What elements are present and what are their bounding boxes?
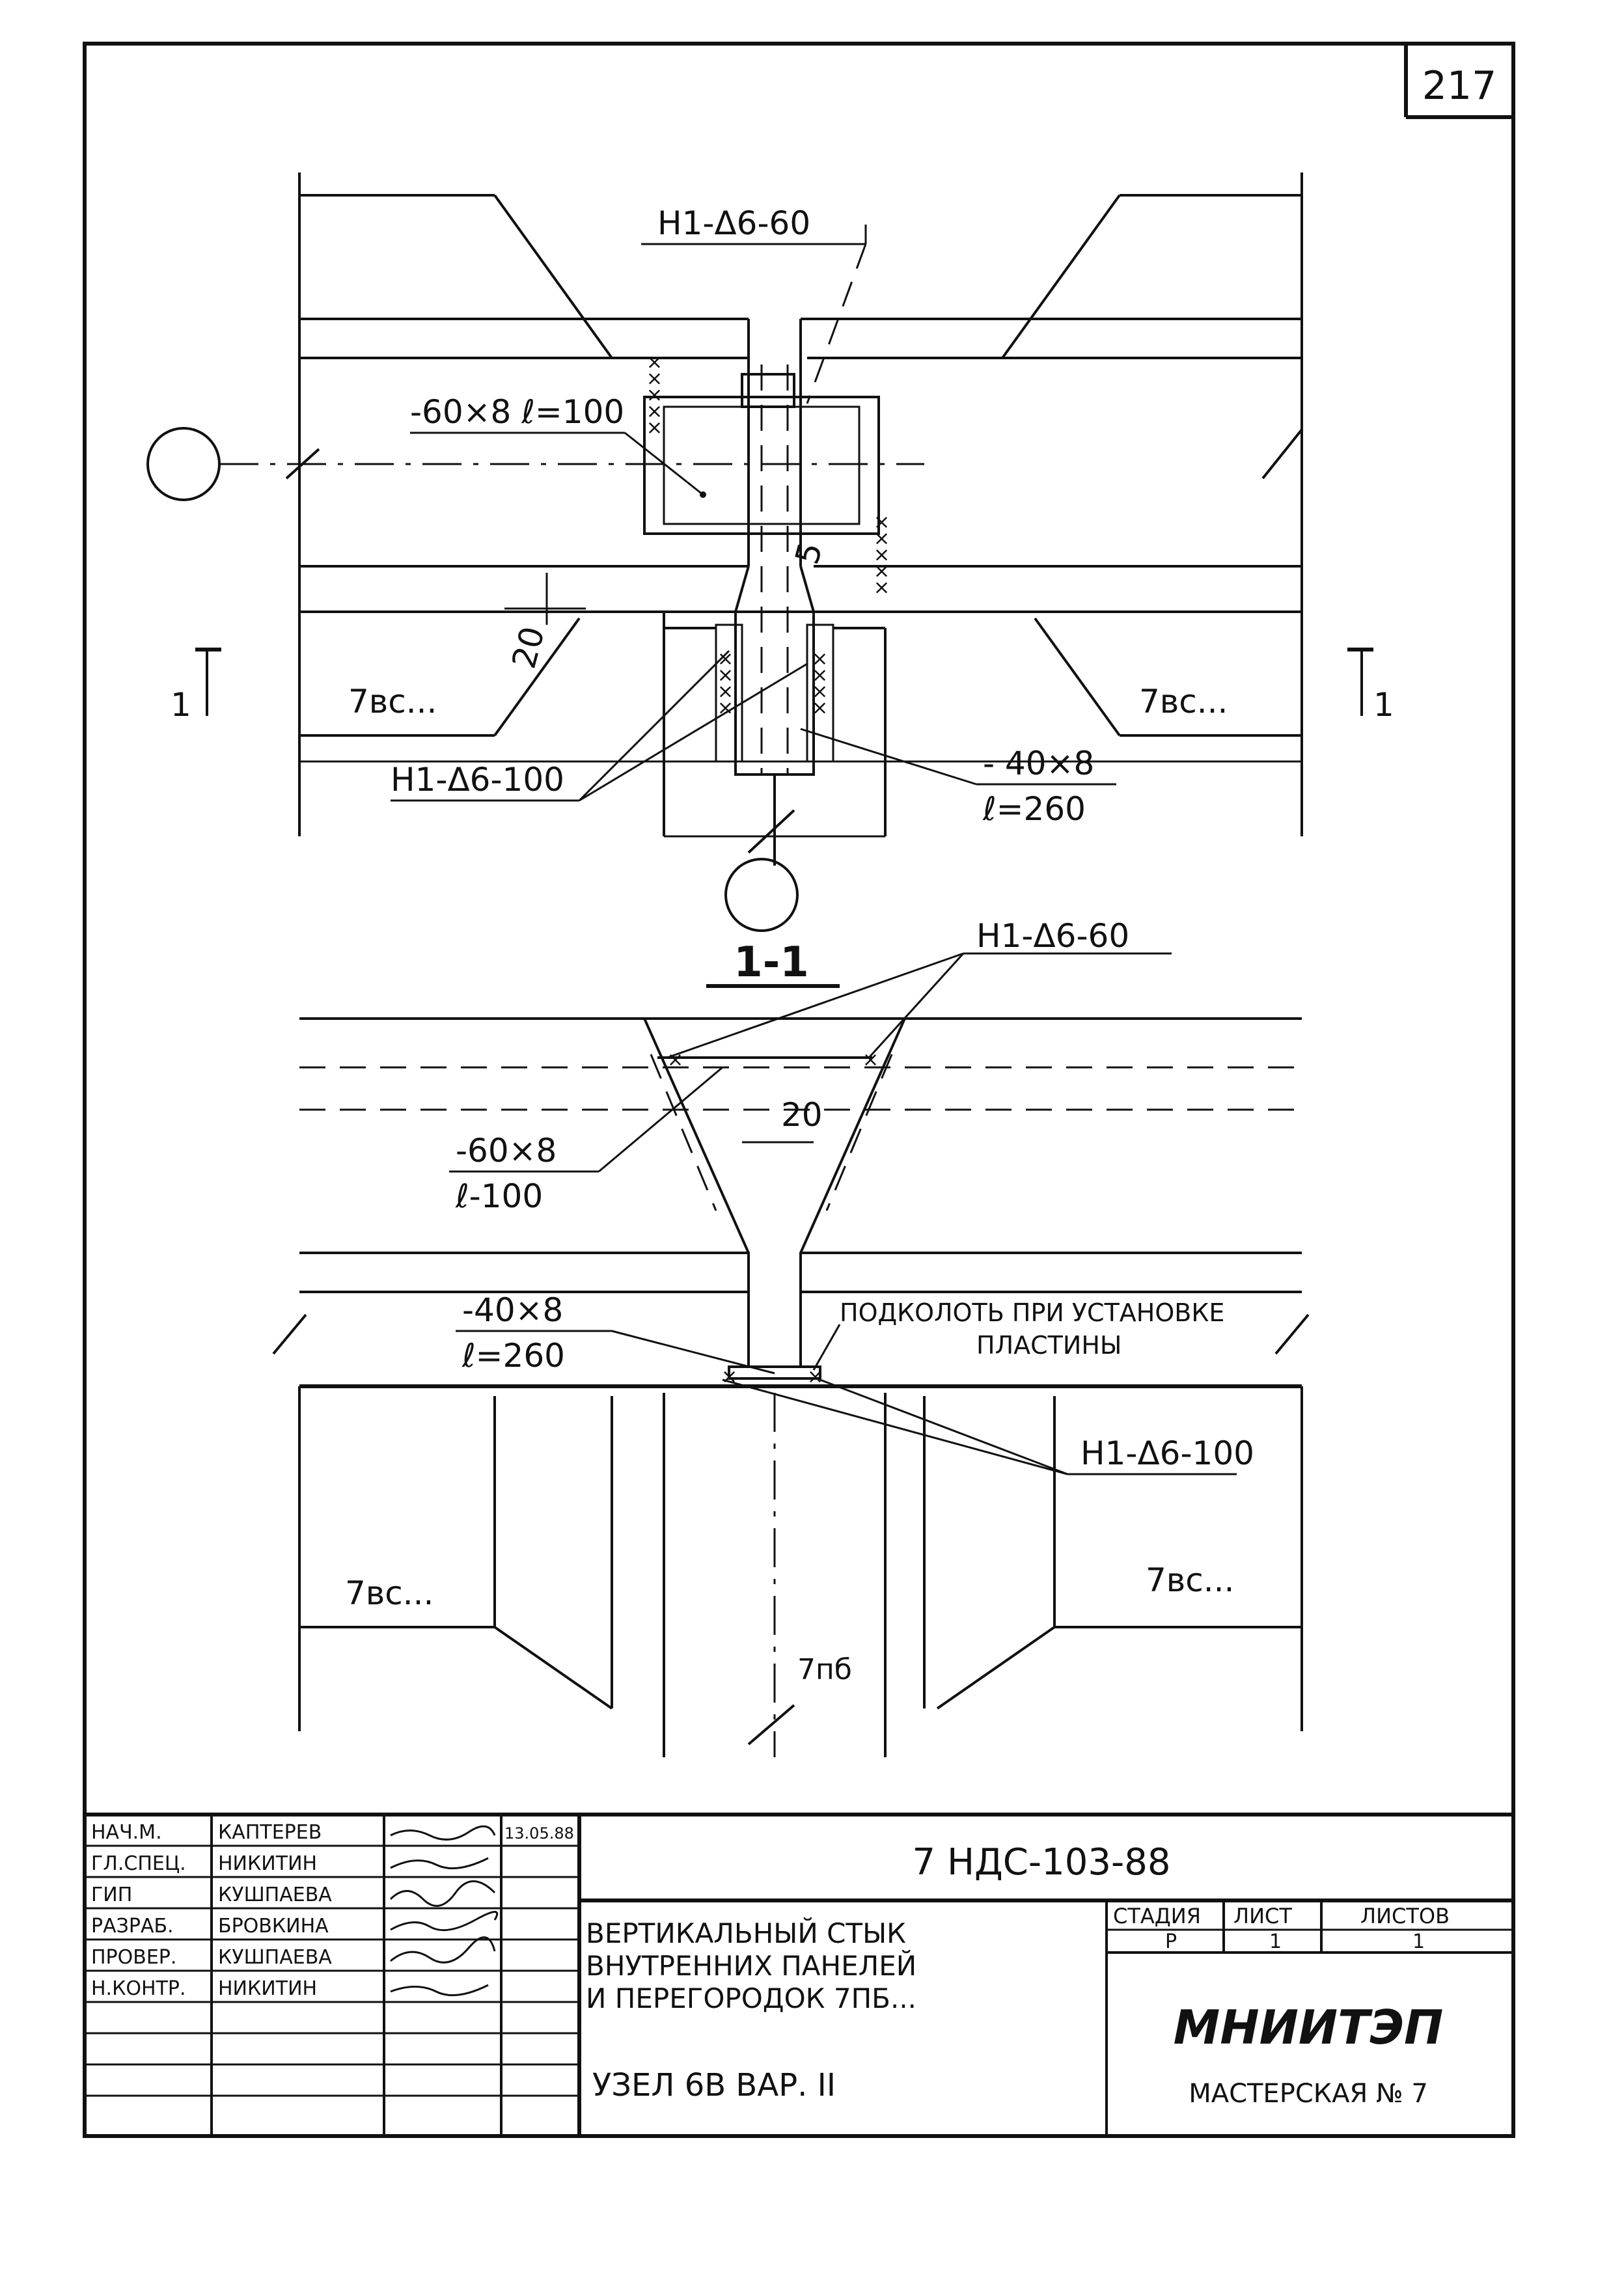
sheet-frame <box>83 42 1515 2138</box>
svg-text:×: × <box>721 1365 737 1388</box>
staff-name: КУШПАЕВА <box>218 1946 332 1969</box>
plan-panel-left-label: 7вс... <box>348 683 437 720</box>
signatures <box>389 1825 499 1997</box>
section-callout-bottom: Н1-Δ6-100 <box>1080 1434 1254 1472</box>
staff-name: КАПТЕРЕВ <box>218 1821 322 1844</box>
plan-panel-left <box>298 172 1302 836</box>
plan-callouts: Н1-Δ6-60 -60×8 ℓ=100 20 5 7вс... 7вс... … <box>348 204 1228 828</box>
section-mark-left-label: 1 <box>171 686 191 724</box>
plan-joint: ××××× ××××× ×××× ×××× <box>643 319 893 866</box>
staff-name: НИКИТИН <box>218 1852 317 1875</box>
plan-callout-bottom: Н1-Δ6-100 <box>391 761 564 799</box>
section-panel-left <box>298 1386 613 1731</box>
title-line-1: ВЕРТИКАЛЬНЫЙ СТЫК <box>586 1917 906 1949</box>
section-mark-right: 1 <box>1347 648 1394 724</box>
section-panel-left-label: 7вс... <box>345 1574 434 1612</box>
section-mark-left: 1 <box>171 648 221 724</box>
sheet-header: ЛИСТ <box>1233 1904 1292 1928</box>
staff-role: ГИП <box>91 1884 132 1906</box>
staff-role: Н.КОНТР. <box>91 1977 186 2000</box>
sheet-number: 217 <box>1422 63 1497 109</box>
weld-mark: ××××× <box>643 354 666 436</box>
plan-plate-top: -60×8 ℓ=100 <box>410 393 624 431</box>
plan-view: ××××× ××××× ×××× ×××× Н1-Δ6-60 -60×8 ℓ=1… <box>146 172 1394 932</box>
title-block: НАЧ.М. КАПТЕРЕВ ГЛ.СПЕЦ. НИКИТИН ГИП КУШ… <box>85 1813 1513 2136</box>
title-line-2: ВНУТРЕННИХ ПАНЕЛЕЙ <box>586 1949 916 1982</box>
plan-callout-top: Н1-Δ6-60 <box>657 204 810 242</box>
svg-text:×: × <box>862 1049 879 1071</box>
section-plate-bottom-2: ℓ=260 <box>461 1337 565 1375</box>
staff-role: ПРОВЕР. <box>91 1946 176 1969</box>
plan-plate-bottom-2: ℓ=260 <box>982 790 1086 828</box>
staff-name: БРОВКИНА <box>218 1915 329 1938</box>
plan-axis <box>146 427 1303 932</box>
organization-name: МНИИТЭП <box>1174 2000 1444 2055</box>
staff-name: НИКИТИН <box>218 1977 317 2000</box>
plan-dim-5: 5 <box>788 538 830 568</box>
section-plate-bottom-1: -40×8 <box>462 1291 563 1329</box>
axis-marker-bottom <box>724 858 799 932</box>
stage-value: Р <box>1165 1930 1177 1953</box>
section-panel-right <box>923 1386 1303 1731</box>
section-callout-top: Н1-Δ6-60 <box>976 917 1129 955</box>
section-mark-right-label: 1 <box>1373 686 1394 724</box>
document-code: 7 НДС-103-88 <box>913 1841 1171 1884</box>
section-note-2: ПЛАСТИНЫ <box>976 1331 1122 1360</box>
workshop-name: МАСТЕРСКАЯ № 7 <box>1189 2079 1428 2109</box>
staff-role: НАЧ.М. <box>91 1821 162 1844</box>
section-plate-top-1: -60×8 <box>456 1132 557 1170</box>
section-panel-right-label: 7вс... <box>1146 1561 1234 1599</box>
stage-header: СТАДИЯ <box>1113 1904 1201 1928</box>
weld-mark: ×××× <box>808 651 831 717</box>
node-label: УЗЕЛ 6В ВАР. II <box>592 2067 836 2104</box>
section-plate-top-2: ℓ-100 <box>455 1177 543 1215</box>
weld-mark: ××××× <box>870 514 893 596</box>
section-title: 1-1 <box>734 939 809 987</box>
sheets-value: 1 <box>1412 1930 1425 1953</box>
section-partition-label: 7пб <box>797 1653 852 1686</box>
title-line-3: И ПЕРЕГОРОДОК 7ПБ... <box>586 1982 916 2014</box>
section-dim-20: 20 <box>781 1096 823 1134</box>
staff-role: РАЗРАБ. <box>91 1915 174 1938</box>
staff-name: КУШПАЕВА <box>218 1884 332 1906</box>
svg-text:×: × <box>807 1365 823 1388</box>
sheet-number-box: 217 <box>1404 44 1513 119</box>
axis-marker-left <box>146 427 221 501</box>
weld-mark: ×××× <box>714 651 737 717</box>
plan-panel-right <box>801 172 1303 836</box>
section-view: 1-1 × × × × <box>272 917 1310 1757</box>
sheet-value: 1 <box>1269 1930 1282 1953</box>
section-note-1: ПОДКОЛОТЬ ПРИ УСТАНОВКЕ <box>840 1298 1224 1327</box>
staff-role: ГЛ.СПЕЦ. <box>91 1852 186 1875</box>
approval-date: 13.05.88 <box>504 1824 574 1843</box>
sheets-header: ЛИСТОВ <box>1360 1904 1450 1928</box>
plan-panel-right-label: 7вс... <box>1139 683 1228 720</box>
section-partition <box>663 1393 887 1757</box>
plan-plate-bottom-1: - 40×8 <box>983 745 1094 782</box>
